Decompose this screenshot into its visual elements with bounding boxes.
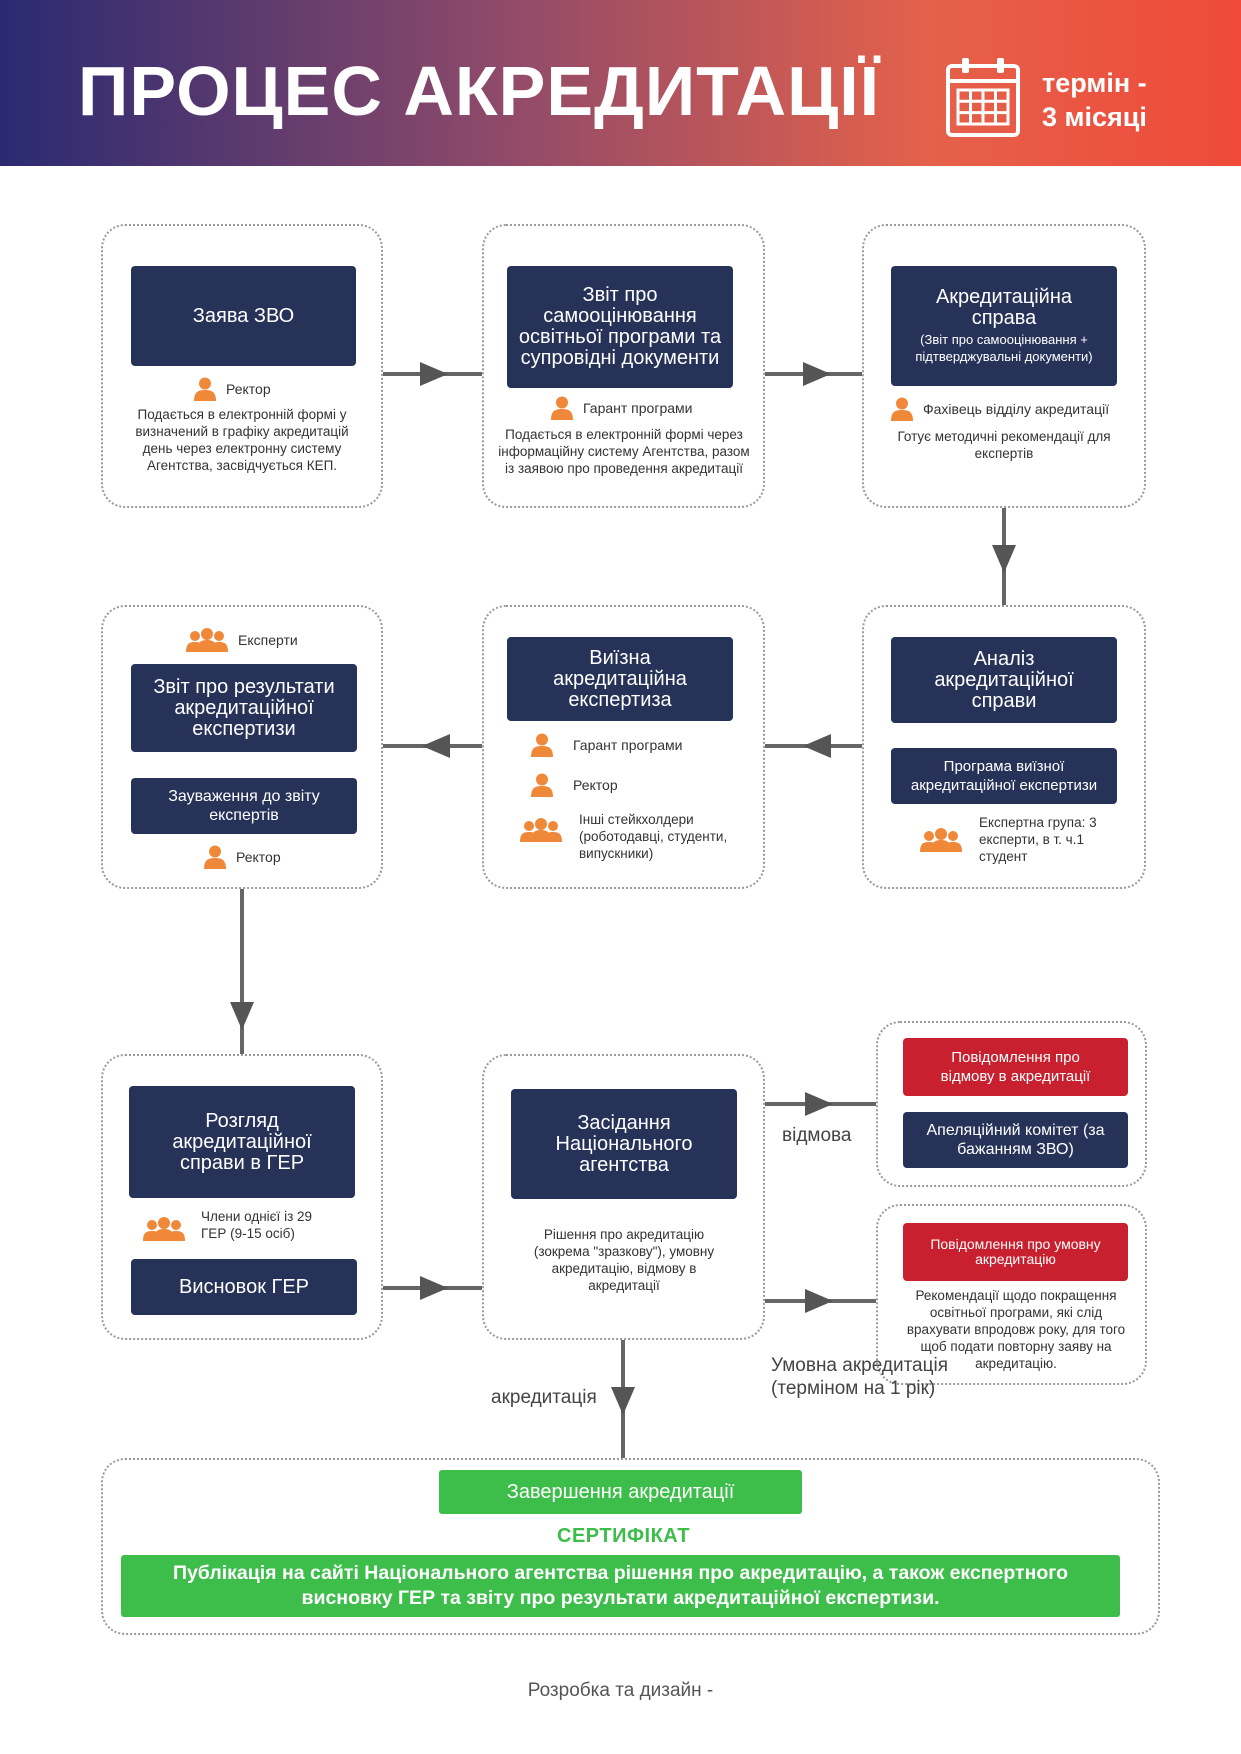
step7-conclusion-box: Висновок ГЕР bbox=[131, 1259, 357, 1315]
step3-role: Фахівець відділу акредитації bbox=[891, 397, 1109, 421]
step3-title-box: Акредитаційна справа (Звіт про самооціню… bbox=[891, 266, 1117, 386]
step3-role-label: Фахівець відділу акредитації bbox=[923, 401, 1110, 417]
conditional-notice-box: Повідомлення про умовну акредитацію bbox=[903, 1223, 1128, 1281]
person-icon bbox=[531, 773, 553, 797]
term-line-2: 3 місяці bbox=[1042, 102, 1147, 132]
step5-group-description: Інші стейкхолдери (роботодавці, студенти… bbox=[579, 812, 728, 861]
step8-title-box: Засідання Національного агентства bbox=[511, 1089, 737, 1199]
person-icon bbox=[204, 845, 226, 869]
step4-title-box: Аналіз акредитаційної справи bbox=[891, 637, 1117, 723]
group-icon bbox=[143, 1217, 185, 1241]
step5-title: Виїзна акредитаційна експертиза bbox=[553, 646, 687, 711]
publication-box: Публікація на сайті Національного агентс… bbox=[121, 1555, 1120, 1617]
step3-title: Акредитаційна справа bbox=[935, 286, 1073, 329]
completion-label: Завершення акредитації bbox=[506, 1480, 735, 1503]
step2-description: Подається в електронній формі через інфо… bbox=[498, 427, 750, 476]
step6-role-label: Ректор bbox=[236, 849, 281, 865]
step6-remarks-box: Зауваження до звіту експертів bbox=[131, 778, 357, 834]
step4-group-description: Експертна група: 3 експерти, в т. ч.1 ст… bbox=[979, 815, 1097, 864]
group-icon bbox=[520, 818, 562, 842]
step4-container bbox=[862, 605, 1146, 889]
step8-description: Рішення про акредитацію (зокрема "зразко… bbox=[533, 1227, 715, 1293]
edge-label-refusal: відмова bbox=[782, 1125, 852, 1146]
step7-group-description: Члени однієї із 29 ГЕР (9-15 осіб) bbox=[201, 1209, 313, 1241]
final-container bbox=[101, 1458, 1160, 1635]
step3-container bbox=[862, 224, 1146, 508]
step2-role-label: Гарант програми bbox=[583, 400, 693, 416]
conditional-notice: Повідомлення про умовну акредитацію bbox=[930, 1236, 1101, 1267]
edge-label-conditional: Умовна акредитація (терміном на 1 рік) bbox=[771, 1355, 949, 1399]
step4-title: Аналіз акредитаційної справи bbox=[934, 647, 1074, 712]
step1-description: Подається в електронній формі у визначен… bbox=[135, 407, 349, 473]
step7-container bbox=[101, 1054, 383, 1340]
step7-conclusion: Висновок ГЕР bbox=[178, 1275, 310, 1298]
refusal-notice-box: Повідомлення про відмову в акредитації bbox=[903, 1038, 1128, 1096]
header-banner: ПРОЦЕС АКРЕДИТАЦІЇ термін - 3 місяці bbox=[0, 0, 1241, 166]
step6-container bbox=[101, 605, 383, 889]
step4-program-box: Програма виїзної акредитаційної експерти… bbox=[891, 748, 1117, 804]
step5-role2: Ректор bbox=[531, 773, 618, 797]
step6-remarks: Зауваження до звіту експертів bbox=[168, 788, 320, 824]
person-icon bbox=[551, 396, 573, 420]
person-icon bbox=[531, 733, 553, 757]
step3-subtitle: (Звіт про самооцінювання + підтверджувал… bbox=[915, 332, 1093, 364]
step2-container bbox=[482, 224, 765, 508]
step1-container bbox=[101, 224, 383, 508]
group-icon bbox=[186, 628, 228, 652]
step2-title-box: Звіт про самооцінювання освітньої програ… bbox=[507, 266, 733, 388]
step1-role-label: Ректор bbox=[226, 381, 271, 397]
step5-container bbox=[482, 605, 765, 889]
refusal-notice: Повідомлення про відмову в акредитації bbox=[940, 1049, 1091, 1085]
step5-role1: Гарант програми bbox=[531, 733, 682, 757]
person-icon bbox=[891, 397, 913, 421]
page-title: ПРОЦЕС АКРЕДИТАЦІЇ bbox=[78, 52, 880, 130]
step6-role: Ректор bbox=[204, 845, 281, 869]
step3-description: Готує методичні рекомендації для експерт… bbox=[897, 429, 1111, 461]
step2-title: Звіт про самооцінювання освітньої програ… bbox=[518, 284, 722, 369]
appeal-committee: Апеляційний комітет (за бажанням ЗВО) bbox=[926, 1122, 1105, 1158]
publication-text: Публікація на сайті Національного агентс… bbox=[172, 1562, 1069, 1609]
step5-title-box: Виїзна акредитаційна експертиза bbox=[507, 637, 733, 721]
term-label: термін - 3 місяці bbox=[1042, 66, 1147, 134]
conditional-container bbox=[876, 1204, 1147, 1385]
step4-program: Програма виїзної акредитаційної експерти… bbox=[910, 758, 1098, 794]
person-icon bbox=[194, 377, 216, 401]
step6-group: Експерти bbox=[186, 628, 298, 652]
edge-label-accreditation: акредитація bbox=[491, 1387, 597, 1408]
term-line-1: термін - bbox=[1042, 68, 1147, 98]
step1-role: Ректор bbox=[194, 377, 271, 401]
group-icon bbox=[920, 828, 962, 852]
step6-title: Звіт про результати акредитаційної експе… bbox=[153, 675, 335, 740]
step1-title-box: Заява ЗВО bbox=[131, 266, 356, 366]
completion-box: Завершення акредитації bbox=[439, 1470, 802, 1514]
step7-title: Розгляд акредитаційної справи в ГЕР bbox=[172, 1109, 312, 1174]
refusal-container bbox=[876, 1021, 1147, 1187]
certificate-label: СЕРТИФІКАТ bbox=[557, 1525, 690, 1547]
step5-role2-label: Ректор bbox=[573, 777, 618, 793]
step6-title-box: Звіт про результати акредитаційної експе… bbox=[131, 664, 357, 752]
step6-group-label: Експерти bbox=[238, 632, 298, 648]
conditional-description: Рекомендації щодо покращення освітньої п… bbox=[906, 1288, 1126, 1371]
appeal-committee-box: Апеляційний комітет (за бажанням ЗВО) bbox=[903, 1112, 1128, 1168]
calendar-icon bbox=[946, 58, 1020, 137]
step8-container bbox=[482, 1054, 765, 1340]
footer-credit: Розробка та дизайн - bbox=[527, 1680, 714, 1701]
step1-title: Заява ЗВО bbox=[192, 304, 295, 327]
step2-role: Гарант програми bbox=[551, 396, 692, 420]
step5-role1-label: Гарант програми bbox=[573, 737, 683, 753]
step7-title-box: Розгляд акредитаційної справи в ГЕР bbox=[129, 1086, 355, 1198]
step8-title: Засідання Національного агентства bbox=[555, 1111, 693, 1176]
